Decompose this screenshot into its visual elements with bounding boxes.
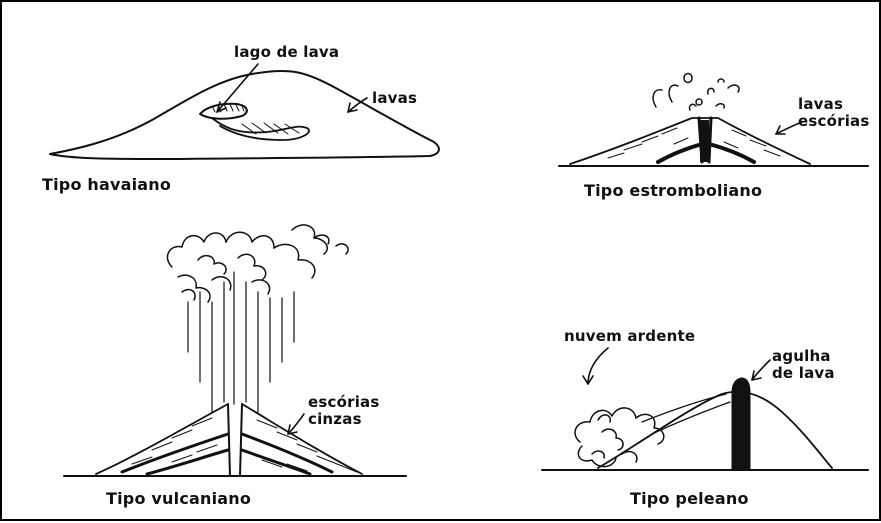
vulcanian-cone-left xyxy=(95,403,229,475)
label-nuvem-ardente: nuvem ardente xyxy=(564,327,696,345)
hawaiian-volcano-illustration xyxy=(49,63,440,160)
strombolian-arrowhead xyxy=(775,125,786,135)
label-agulha-de-lava: agulha de lava xyxy=(772,347,835,382)
nuee-ardente-cloud xyxy=(574,407,665,468)
pelean-volcano-illustration xyxy=(541,347,869,471)
lago-arrow xyxy=(216,63,259,113)
agulha-arrow xyxy=(751,359,771,381)
vulcanian-cone-right xyxy=(241,403,363,475)
lava-needle xyxy=(731,377,751,471)
nuvem-arrowhead xyxy=(582,375,594,385)
vulcanian-hatching xyxy=(131,417,358,473)
vulcanian-arrow xyxy=(287,413,305,435)
caption-vulcaniano: Tipo vulcaniano xyxy=(106,489,252,508)
agulha-arrowhead xyxy=(751,370,762,381)
strombolian-ejecta xyxy=(652,72,740,111)
caption-havaiano: Tipo havaiano xyxy=(42,175,172,194)
label-lavas-escorias: lavas escórias xyxy=(798,95,870,130)
vulcanian-layers xyxy=(120,432,334,476)
vulcanian-ash-streaks xyxy=(187,271,295,413)
strombolian-hatching xyxy=(607,127,781,159)
vulcanian-arrowhead xyxy=(287,424,298,435)
lago-arrowhead xyxy=(216,101,227,113)
lava-flow-hatching xyxy=(241,122,300,135)
vulcanian-conduit xyxy=(227,403,243,477)
nuvem-arrow xyxy=(587,347,609,385)
strombolian-arrow xyxy=(775,121,803,135)
vulcanian-volcano-illustration xyxy=(63,224,407,477)
pelean-dome xyxy=(597,390,833,469)
lavas-arrow xyxy=(347,97,368,113)
lava-flow xyxy=(211,117,310,141)
label-lago-de-lava: lago de lava xyxy=(234,43,340,61)
caption-peleano: Tipo peleano xyxy=(630,489,749,508)
strombolian-cone xyxy=(569,117,811,165)
hawaiian-volcano-outline xyxy=(49,69,440,160)
label-escorias-cinzas: escórias cinzas xyxy=(308,393,380,428)
strombolian-volcano-illustration xyxy=(558,72,869,167)
caption-estromboliano: Tipo estromboliano xyxy=(584,181,763,200)
label-lavas: lavas xyxy=(372,89,418,107)
strombolian-lava-channels xyxy=(656,142,756,164)
lavas-arrowhead xyxy=(347,102,358,113)
lava-lake xyxy=(199,102,248,120)
vulcanian-ash-cloud xyxy=(166,224,349,303)
